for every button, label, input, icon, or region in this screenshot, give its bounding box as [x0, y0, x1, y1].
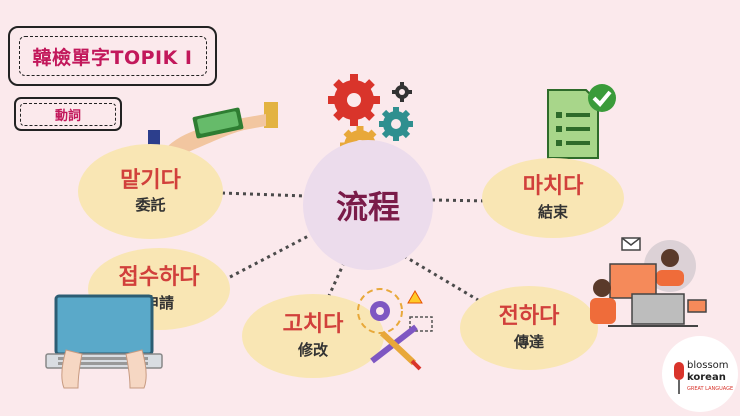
node-chinese: 傳達 [513, 332, 544, 351]
center-label: 流程 [335, 188, 400, 226]
node-chinese: 委託 [135, 196, 166, 214]
title-box: 韓檢單字TOPIK I [8, 26, 217, 86]
node-chinese: 結束 [537, 202, 568, 221]
node-korean: 맡기다 [120, 167, 181, 193]
node-korean: 전하다 [498, 304, 560, 329]
logo-tagline: GREAT LANGUAGE [687, 386, 734, 392]
node-korean: 고치다 [282, 312, 344, 337]
laptop-icon [45, 294, 163, 389]
logo-text-blossom: blossom [687, 360, 729, 371]
tools-icon [357, 288, 433, 371]
node-fix: 고치다 修改 [242, 294, 384, 378]
logo-text-korean: korean [687, 372, 726, 383]
gears-icon [328, 74, 413, 166]
center-node: 流程 [303, 140, 433, 270]
category-tag-label: 動詞 [20, 102, 116, 126]
brand-logo: blossom korean GREAT LANGUAGE [662, 336, 740, 416]
node-chinese: 修改 [297, 340, 328, 359]
category-tag: 動詞 [14, 97, 122, 131]
microphone-icon [674, 362, 684, 394]
node-entrust: 맡기다 委託 [78, 144, 223, 239]
node-korean: 접수하다 [118, 265, 200, 290]
money-hand-icon [148, 102, 278, 154]
checklist-icon [547, 84, 616, 159]
video-call-icon [590, 237, 707, 327]
node-finish: 마치다 結束 [482, 158, 624, 238]
page-title: 韓檢單字TOPIK I [18, 36, 207, 76]
node-korean: 마치다 [522, 174, 584, 199]
node-deliver: 전하다 傳達 [460, 286, 598, 370]
